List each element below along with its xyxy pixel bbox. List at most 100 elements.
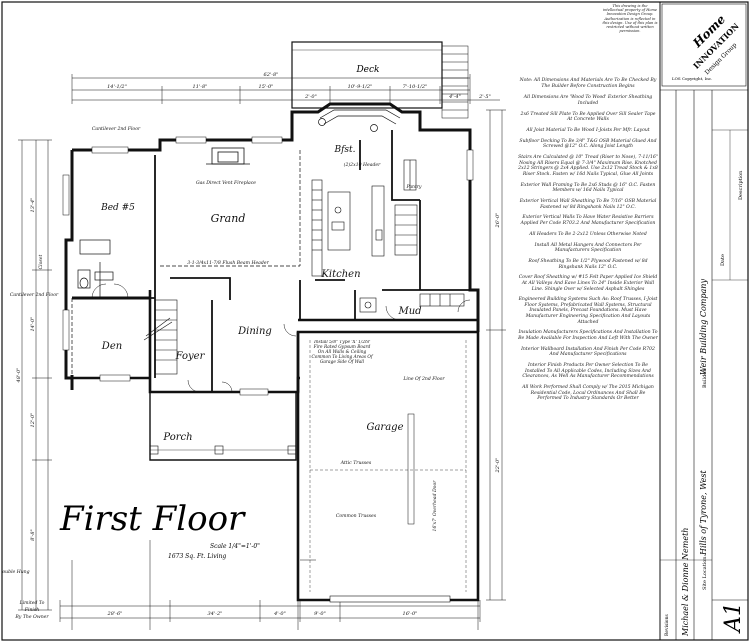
note-17: All Work Performed Shall Comply w/ The 2… xyxy=(522,385,654,402)
note-bottom-left-1: Limited To xyxy=(19,600,45,606)
windows xyxy=(62,136,474,396)
dim-top-g: 4'-4" xyxy=(448,94,461,100)
logo-owner: LOS Copyright, Inc. xyxy=(672,76,712,81)
room-label-porch: Porch xyxy=(162,432,192,443)
porch xyxy=(149,392,297,461)
fireplace xyxy=(206,147,250,165)
dimension-labels: 62'-8" 14'-1/2" 11'-8" 15'-0" 10'-9-1/2"… xyxy=(16,72,501,617)
note-9: All Headers To Be 2-2x12 Unless Otherwis… xyxy=(529,231,647,237)
dim-side-b: 14'-0" xyxy=(30,317,36,332)
main-stair xyxy=(143,299,178,375)
dim-right-a: 26'-0" xyxy=(495,213,501,229)
room-label-pantry: Pantry xyxy=(406,184,422,190)
label-date: Date xyxy=(720,254,726,266)
note-16: Interior Finish Products Per Owner Selec… xyxy=(522,363,654,380)
note-3: All Joist Material To Be Wood I-Joists P… xyxy=(526,127,650,133)
room-label-den: Den xyxy=(101,341,122,352)
note-bottom-left-3: By The Owner xyxy=(14,614,49,620)
dim-bottom-c: 4'-0" xyxy=(273,611,286,617)
dim-bottom-d: 9'-0" xyxy=(314,611,326,617)
note-4: Subfloor Decking To Be 3/4" T&G OSB Mate… xyxy=(519,138,657,150)
note-fireplace: Gas Direct Vent Fireplace xyxy=(196,180,256,186)
note-5: Stairs Are Calculated @ 10" Tread (Riser… xyxy=(518,155,658,177)
copyright-text: This drawing is the intellectual propert… xyxy=(602,4,658,34)
room-labels: Bfst. Bed #5 Grand Kitchen Den Dining Mu… xyxy=(100,145,422,443)
note-15: Interior Wallboard Installation And Fini… xyxy=(521,346,655,358)
note-0: Note: All Dimensions And Materials Are T… xyxy=(519,78,657,89)
note-cantilever-left: Cantilever 2nd Floor xyxy=(10,292,59,298)
bed5-fixtures xyxy=(77,239,114,298)
site-location: Hills of Tyrone, West xyxy=(699,470,708,557)
note-left-window: ouble Hung xyxy=(2,569,29,575)
beam-header xyxy=(71,150,301,378)
room-label-grand: Grand xyxy=(211,212,246,225)
note-7: Exterior Vertical Wall Sheathing To Be 7… xyxy=(519,199,657,210)
note-beam: 3-1-3/4x11-7/8 Flush Beam Header xyxy=(187,260,269,266)
note-cantilever-top: Cantilever 2nd Floor xyxy=(92,126,141,132)
deck xyxy=(291,41,469,119)
note-6: Exterior Wall Framing To Be 2x6 Studs @ … xyxy=(520,182,656,194)
note-12: Cover Roof Sheathing w/ #15 Felt Paper A… xyxy=(518,275,658,292)
firewall-note: Install 5/8" Type 'X' 1/2hr Fire Rated G… xyxy=(311,340,373,365)
door-swings xyxy=(91,283,471,393)
room-label-bed: Bed #5 xyxy=(100,203,135,213)
grid-bubbles xyxy=(71,540,479,630)
dim-top-e: 7'-10-1/2" xyxy=(403,84,428,90)
note-header-bfst: (2)2x10 Header xyxy=(344,161,381,168)
note-2: 2x6 Treated Sill Plate To Be Applied Ove… xyxy=(520,111,656,123)
dim-bottom-b: 34'-2" xyxy=(208,611,223,617)
room-label-bfst: Bfst. xyxy=(333,145,355,155)
dim-side-a: 13'-4" xyxy=(30,198,36,213)
dim-top-h: 2'-5" xyxy=(478,94,491,100)
note-11: Roof Sheathing To Be 1/2" Plywood Fasten… xyxy=(528,258,648,270)
room-label-mud: Mud xyxy=(397,306,421,317)
drawing-area: 1673 Sq. Ft. Living xyxy=(168,553,226,560)
dim-top-f: 2'-0" xyxy=(304,94,317,100)
dim-bottom-e: 16'-0" xyxy=(403,611,418,617)
room-label-kitchen: Kitchen xyxy=(320,269,360,280)
note-attic-trusses: Attic Trusses xyxy=(340,460,372,466)
drawing-scale: Scale 1/4"=1'-0" xyxy=(210,543,260,550)
label-builder: Builder: xyxy=(702,367,708,388)
note-bottom-left-2: Finish xyxy=(24,607,39,613)
note-1: All Dimensions Are 'Wood To Wood' Exteri… xyxy=(523,95,653,106)
room-label-dining: Dining xyxy=(237,326,272,337)
general-notes: Note: All Dimensions And Materials Are T… xyxy=(518,78,658,407)
sheet-number: A1 xyxy=(721,602,746,634)
mud-room-benches xyxy=(359,293,465,313)
note-13: Engineered Building Systems Such As: Roo… xyxy=(518,297,658,325)
dim-top-overall: 62'-8" xyxy=(264,72,279,78)
note-line-of-floor: Line Of 2nd Floor xyxy=(402,376,445,382)
dim-side-overall: 48'-0" xyxy=(16,368,22,384)
dim-top-b: 11'-8" xyxy=(193,84,208,90)
builder-name: Weir Building Company xyxy=(699,279,708,375)
dim-right-b: 22'-0" xyxy=(495,458,501,474)
note-closet: Closet xyxy=(38,255,44,270)
label-location: Site Location: xyxy=(702,554,708,590)
dim-bottom-a: 28'-6" xyxy=(107,611,123,617)
firewall-note-box: Install 5/8" Type 'X' 1/2hr Fire Rated G… xyxy=(311,340,373,365)
copyright-box: This drawing is the intellectual propert… xyxy=(602,4,658,34)
dim-side-d: 8'-8" xyxy=(30,529,36,541)
dim-side-c: 12'-0" xyxy=(30,413,36,428)
plan-annotations: Gas Direct Vent Fireplace 3-1-3/4x11-7/8… xyxy=(2,126,445,620)
note-garage-door: 16'x7' Overhead Door xyxy=(432,480,438,532)
breakfast-bay xyxy=(318,109,401,132)
dim-top-d: 10'-9-1/2" xyxy=(348,84,373,90)
room-label-garage: Garage xyxy=(366,422,403,433)
interior-walls xyxy=(72,130,470,392)
logo-block: Home INNOVATION Design Group LOS Copyrig… xyxy=(661,3,747,87)
note-common-trusses: Common Trusses xyxy=(336,513,377,519)
drawing-title: First Floor xyxy=(59,499,246,539)
dim-top-a: 14'-1/2" xyxy=(107,84,127,90)
room-label-deck: Deck xyxy=(355,65,379,75)
label-revisions: Revisions xyxy=(664,614,670,636)
kitchen-cabinets xyxy=(311,159,418,277)
note-8: Exterior Vertical Walls To Have Water Re… xyxy=(520,215,656,226)
note-10: Install All Metal Hangers And Connectors… xyxy=(534,242,642,254)
room-label-foyer: Foyer xyxy=(175,351,206,362)
client-name: Michael & Dionne Nemeth xyxy=(681,528,690,637)
dim-top-c: 15'-0" xyxy=(259,84,274,90)
